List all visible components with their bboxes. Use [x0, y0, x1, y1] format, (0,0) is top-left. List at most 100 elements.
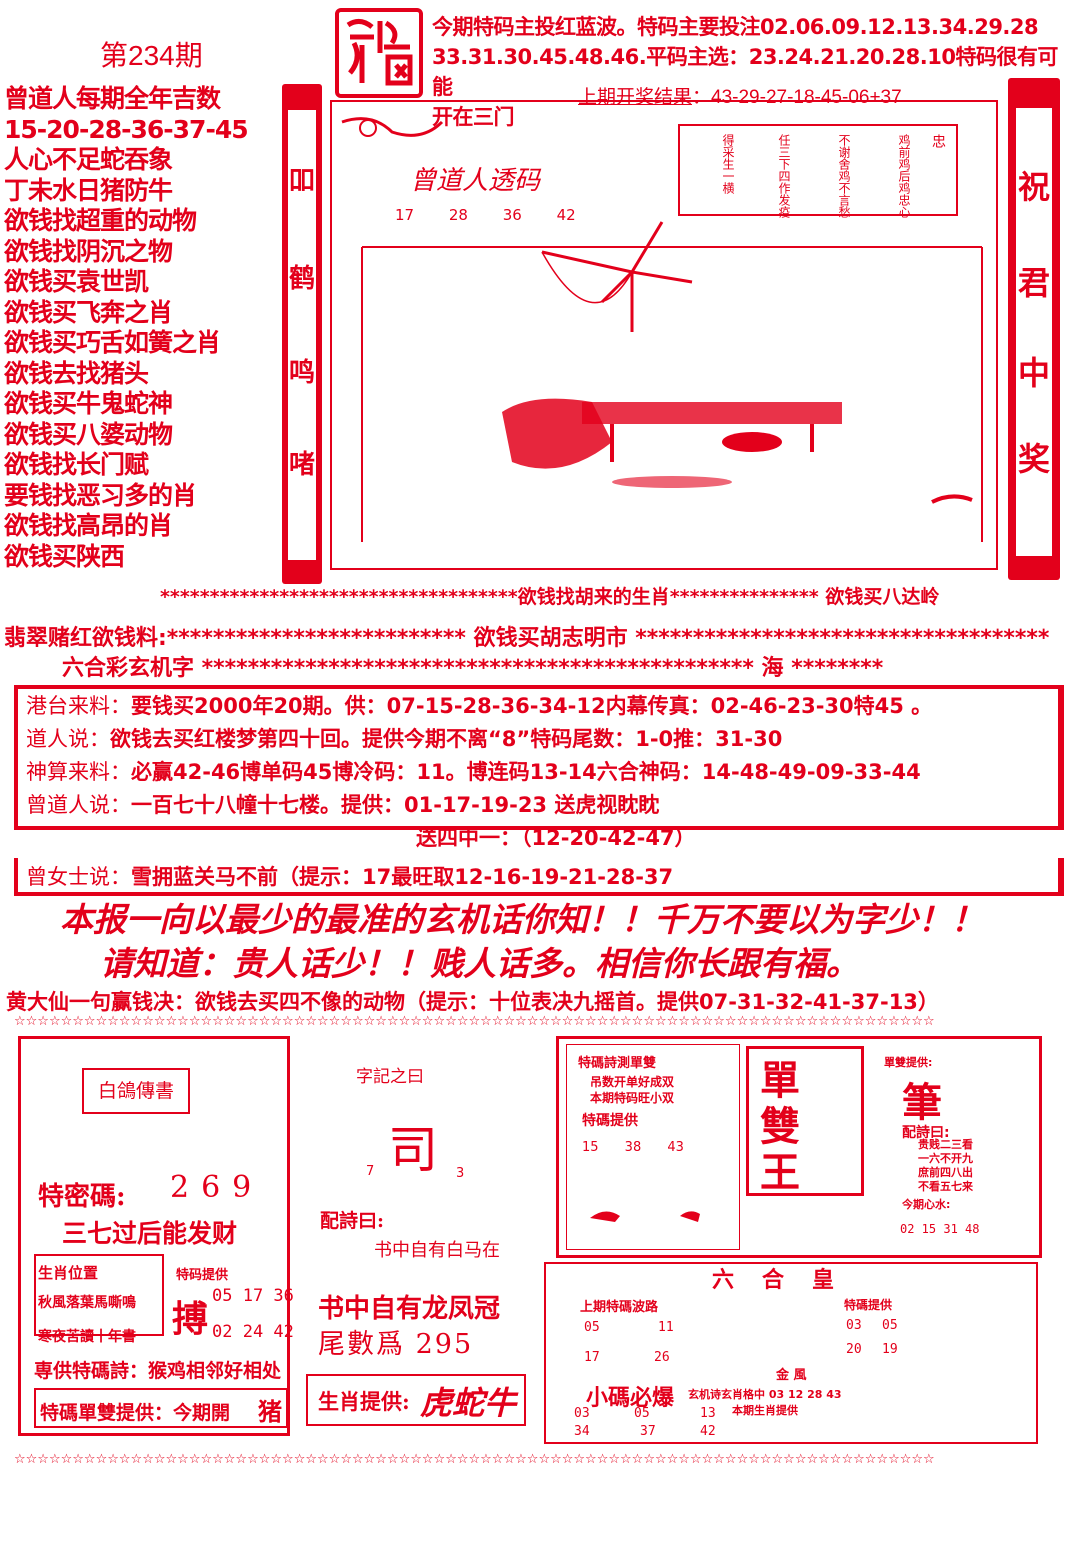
last-special-wave-label: 上期特碼波路 — [580, 1300, 659, 1315]
word-char: 司 — [388, 1121, 438, 1179]
special-poem: 専供特碼詩：猴鸡相邻好相处 — [34, 1360, 282, 1382]
special-code-numbers: 05 17 36 — [212, 1286, 294, 1306]
special-code-title: 特码提供 — [176, 1268, 229, 1283]
circled-number: 03 — [846, 1318, 862, 1333]
bottom-left-panel — [18, 1036, 290, 1436]
hint-line-1: ************************************欲钱找胡… — [160, 586, 940, 608]
odd-even-box — [34, 1388, 288, 1428]
right-scroll-char: 祝 — [1017, 168, 1050, 206]
hint-line-2: 翡翠赌红欲钱料:************************** 欲钱买胡志… — [4, 626, 1050, 651]
poem-col: 不谢舍鸡不言愁 — [837, 134, 851, 218]
poem-col: 忠 — [930, 134, 946, 148]
circled-number: 37 — [640, 1424, 656, 1439]
poem-text: 书中自有白马在 — [374, 1240, 500, 1261]
circled-number: 05 — [882, 1318, 898, 1333]
last-result-value: ：43-29-27-18-45-06+37 — [692, 87, 902, 108]
odd-even-poem-title: 特碼詩測單雙 — [578, 1056, 657, 1071]
left-item: 曾道人每期全年吉数 — [4, 84, 221, 113]
left-item: 欲钱买巧舌如簧之肖 — [4, 328, 221, 357]
this-period-label: 今期心水: — [902, 1198, 951, 1211]
source-row: 曾女士说：雪拥蓝关马不前（提示：17最旺取12-16-19-21-28-37 — [26, 865, 674, 889]
right-scroll-char: 君 — [1017, 264, 1050, 302]
left-scroll-char: 啫 — [288, 450, 315, 480]
right-scroll-paper — [1016, 108, 1052, 556]
poem-lines: 贵贱二三看 一六不开九 庶前四八出 不看五七来 — [918, 1138, 973, 1193]
zodiac-box — [306, 1374, 526, 1426]
zodiac-position-title: 生肖位置 — [38, 1264, 99, 1282]
gold-wind-label: 金 風 — [776, 1368, 807, 1383]
circled-number: 26 — [654, 1350, 670, 1365]
right-scroll-char: 中 — [1017, 354, 1050, 392]
liuhe-king-panel — [544, 1262, 1038, 1444]
slogan-line: 本报一向以最少的最准的玄机话你知！！千万不要以为字少！！ — [60, 900, 984, 939]
source-row: 道人说：欲钱去买红楼梦第四十回。提供今期不离“8”特码尾数：1-0推：31-30 — [26, 727, 783, 751]
king-char: 雙 — [760, 1103, 800, 1150]
source-row: 港台来料：要钱买2000年20期。供：07-15-28-36-34-12内幕传真… — [26, 694, 933, 718]
left-item: 欲钱买飞奔之肖 — [4, 297, 173, 327]
bo-char: 搏 — [172, 1298, 209, 1340]
zodiac-position-line: 寒夜苦讀十年書 — [38, 1329, 136, 1345]
odd-even-poem-box — [566, 1044, 740, 1250]
odd-even-supply-label: 單雙提供: — [884, 1056, 933, 1069]
circled-number: 11 — [658, 1320, 674, 1335]
circled-number: 05 — [634, 1406, 650, 1421]
poem-label: 配詩曰: — [320, 1210, 385, 1232]
left-item: 欲钱买陕西 — [4, 541, 125, 571]
last-result-label: 上期开奖结果 — [578, 87, 693, 108]
zodiac-position-line: 秋風落葉馬嘶鳴 — [38, 1295, 136, 1311]
animal-icons — [590, 1211, 700, 1222]
king-char: 單 — [760, 1057, 800, 1104]
illustration-poem-box — [678, 124, 958, 216]
poem-col: 鸡前鸡后鸡忠心 — [897, 134, 911, 218]
big-poem: 书中自有龙凤冠 — [318, 1294, 501, 1324]
issue-number: 第234期 — [100, 40, 203, 71]
word-title: 字記之曰 — [356, 1067, 424, 1087]
special-supply-title: 特碼提供 — [582, 1113, 638, 1129]
illustration-frame — [330, 100, 998, 570]
left-item: 欲钱找高昂的肖 — [4, 511, 173, 540]
left-item: 欲钱找长门赋 — [4, 450, 149, 479]
top-line-3: 开在三门 — [432, 105, 515, 129]
odd-even-label: 特碼單雙提供：今期開 — [40, 1402, 231, 1424]
odd-even-poem: 吊数开单好成双 本期特码旺小双 — [590, 1075, 675, 1105]
left-item: 丁未水日猪防牛 — [4, 175, 173, 205]
left-item: 欲钱买袁世凯 — [4, 267, 149, 296]
top-line-2: 33.31.30.45.48.46.平码主选：23.24.21.20.28.10… — [432, 45, 1058, 99]
circled-number: 34 — [574, 1424, 590, 1439]
word-number: 3 — [456, 1166, 465, 1181]
sources-box — [14, 685, 1064, 830]
left-scroll-paper — [288, 110, 316, 560]
source-row: 神算来料：必赢42-46博单码45博冷码：11。博连码13-14六合神码：14-… — [26, 760, 921, 784]
left-item: 欲钱去找猪头 — [4, 358, 149, 388]
this-period-numbers: 02 15 31 48 — [900, 1222, 980, 1236]
seal-logo — [335, 8, 423, 98]
poem-col: 任三下四作发疫 — [777, 134, 791, 218]
left-item: 人心不足蛇吞象 — [4, 145, 173, 174]
odd-even-king-box — [746, 1046, 864, 1196]
pigeon-title: 白鴿傳書 — [82, 1068, 190, 1114]
poem-label: 配詩曰: — [902, 1125, 950, 1141]
circled-number: 05 — [584, 1320, 600, 1335]
slogan-line: 请知道：贵人话少！！贱人话多。相信你长跟有福。 — [100, 944, 859, 983]
king-char: 王 — [760, 1149, 800, 1196]
zodiac-position-box — [34, 1254, 164, 1336]
circled-number: 17 — [584, 1350, 600, 1365]
top-line-1: 今期特码主投红蓝波。特码主要投注02.06.09.12.13.34.29.28 — [432, 15, 1039, 39]
poem-col: 得采生一横 — [721, 134, 735, 194]
special-code-numbers: 02 24 42 — [212, 1322, 294, 1342]
left-hint-list: 曾道人每期全年吉数 15-20-28-36-37-45 人心不足蛇吞象 丁未水日… — [4, 84, 279, 572]
last-result: 上期开奖结果：43-29-27-18-45-06+37 — [578, 82, 902, 109]
left-item: 欲钱买八婆动物 — [4, 419, 173, 449]
seal-icon — [346, 19, 413, 86]
special-supply-title: 特碼提供 — [844, 1298, 893, 1312]
odd-even-supply-char: 筆 — [902, 1079, 942, 1126]
left-item: 要钱找恶习多的肖 — [4, 480, 197, 510]
word-number: 7 — [366, 1164, 375, 1179]
small-code-title: 小碼必爆 — [586, 1386, 675, 1411]
circled-number: 19 — [882, 1342, 898, 1357]
illustration-title: 曾道人透码 — [410, 166, 541, 196]
odd-even-value: 猪 — [258, 1397, 282, 1426]
left-item: 欲钱买牛鬼蛇神 — [4, 389, 173, 418]
special-supply-numbers: 15 38 43 — [582, 1140, 684, 1155]
tail-number: 尾數爲 295 — [318, 1329, 474, 1360]
